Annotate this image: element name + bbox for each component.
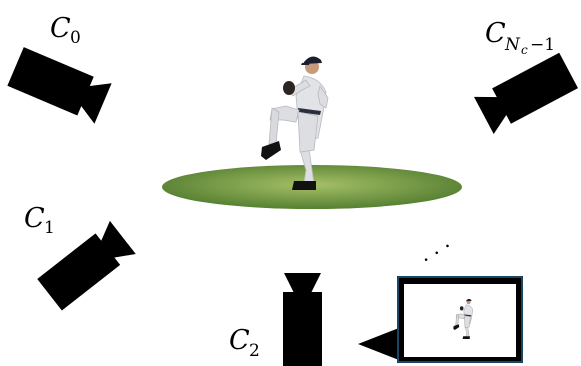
camera-cn-minus-1: [474, 52, 578, 134]
label-c2: C 2: [229, 325, 260, 361]
label-c1-sub: 1: [44, 218, 55, 238]
label-cn-sub-rest: −1: [530, 35, 555, 55]
label-cn-sub-c: c: [521, 43, 528, 57]
label-cn-minus-1: C N c −1: [485, 18, 555, 57]
label-c1-main: C: [24, 203, 45, 234]
label-c0-sub: 0: [70, 28, 81, 48]
label-c2-main: C: [229, 325, 250, 356]
label-cn-sub-n: N: [504, 35, 521, 55]
label-c0-main: C: [50, 13, 71, 44]
label-c1: C 1: [24, 203, 55, 238]
captured-image-frame: [358, 276, 523, 363]
label-c0: C 0: [50, 13, 81, 48]
label-cn-main: C: [485, 18, 506, 49]
ellipsis-dots: . . .: [414, 229, 454, 266]
camera-c0: [7, 46, 112, 124]
camera-c2: [283, 273, 322, 366]
label-c2-sub: 2: [249, 341, 260, 361]
